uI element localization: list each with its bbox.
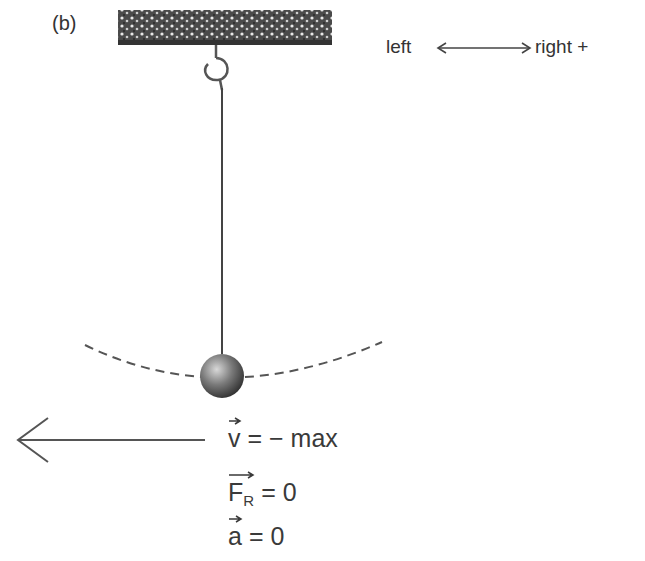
pendulum-bob: [200, 354, 244, 398]
vector-symbol: FR: [228, 478, 254, 507]
direction-label: right +: [535, 36, 588, 58]
quantity-value: = − max: [248, 424, 338, 452]
panel-letter: (b): [52, 12, 76, 35]
quantity-value: = 0: [249, 522, 284, 550]
vector-symbol: a: [228, 522, 242, 551]
vector-arrow: [228, 417, 241, 425]
quantity-line: v= − max: [228, 424, 338, 453]
velocity-arrow: [18, 418, 205, 462]
vector-arrow: [228, 515, 242, 523]
vector-arrow: [228, 471, 254, 479]
symbol-letter: v: [228, 424, 241, 452]
symbol-letter: a: [228, 522, 242, 550]
vector-symbol: v: [228, 424, 241, 453]
direction-label: left: [386, 36, 411, 58]
quantity-value: = 0: [261, 478, 296, 506]
string: [221, 88, 223, 354]
ceiling: [118, 10, 332, 42]
subscript: R: [243, 492, 254, 509]
hook: [205, 45, 227, 90]
symbol-letter: F: [228, 478, 243, 506]
direction-arrow: [438, 43, 530, 53]
quantity-line: a= 0: [228, 522, 284, 551]
quantity-line: FR= 0: [228, 478, 297, 507]
ceiling-edge: [118, 40, 332, 45]
